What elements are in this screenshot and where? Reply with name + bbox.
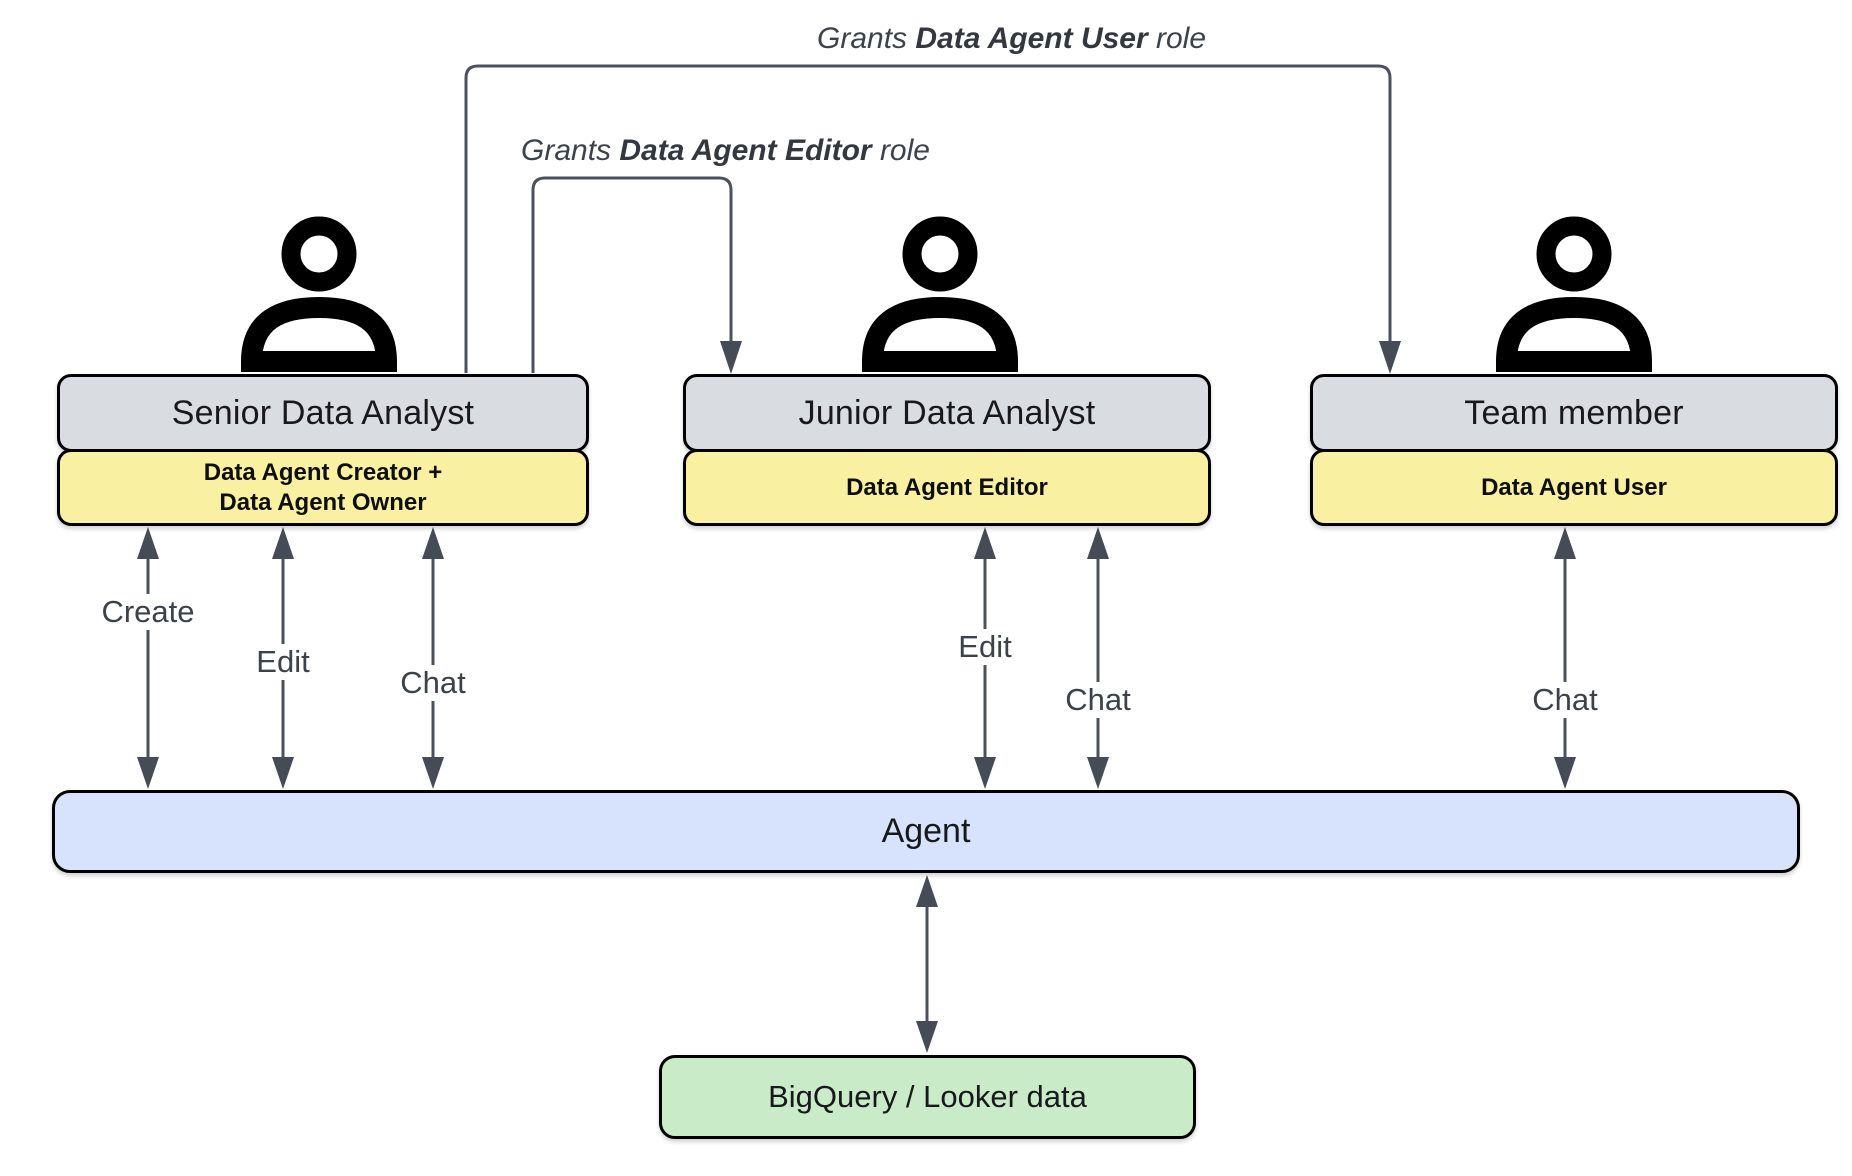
junior-role-line1: Data Agent Editor: [846, 473, 1048, 501]
agent-label: Agent: [881, 812, 971, 850]
grants-user-role-name: Data Agent User: [915, 22, 1148, 55]
agent-datastore-arrow: [916, 875, 938, 1053]
chat-label-junior: Chat: [1057, 682, 1139, 718]
arrowhead-down-icon: [720, 341, 742, 374]
datastore-box: BigQuery / Looker data: [659, 1055, 1196, 1139]
person-icon: [252, 226, 387, 362]
person-icon: [1507, 226, 1642, 362]
create-arrow: [137, 527, 159, 789]
grants-editor-label: Grants Data Agent Editor role: [517, 134, 934, 168]
grants-editor-connector: [531, 176, 733, 373]
grants-user-prefix: Grants: [817, 22, 916, 55]
arrowhead-down-icon: [1379, 341, 1401, 374]
agent-box: Agent: [52, 790, 1800, 873]
edit-label-senior: Edit: [248, 644, 318, 680]
grants-editor-suffix: role: [871, 134, 930, 167]
chat-arrow-junior: [1087, 527, 1109, 789]
datastore-label: BigQuery / Looker data: [768, 1079, 1087, 1114]
chat-label-senior: Chat: [392, 665, 474, 701]
grants-user-suffix: role: [1147, 22, 1207, 55]
grants-user-connector: [464, 64, 1392, 373]
junior-analyst-title-box: Junior Data Analyst: [683, 374, 1211, 452]
person-icon: [873, 226, 1008, 362]
team-role-line1: Data Agent User: [1481, 473, 1667, 501]
team-member-title-box: Team member: [1310, 374, 1838, 452]
senior-analyst-title: Senior Data Analyst: [171, 393, 475, 432]
team-member-role-box: Data Agent User: [1310, 449, 1838, 526]
chat-arrow-team: [1554, 527, 1576, 789]
junior-analyst-role-box: Data Agent Editor: [683, 449, 1211, 526]
senior-analyst-role-box: Data Agent Creator + Data Agent Owner: [57, 449, 589, 526]
team-member-title: Team member: [1464, 393, 1684, 432]
create-label: Create: [93, 594, 203, 630]
senior-analyst-title-box: Senior Data Analyst: [57, 374, 589, 452]
chat-arrow-senior: [422, 527, 444, 789]
chat-label-team: Chat: [1524, 682, 1606, 718]
grants-user-label: Grants Data Agent User role: [813, 22, 1211, 56]
edit-label-junior: Edit: [950, 629, 1020, 665]
junior-analyst-title: Junior Data Analyst: [798, 393, 1096, 432]
grants-editor-prefix: Grants: [521, 134, 620, 167]
grants-editor-role-name: Data Agent Editor: [619, 134, 872, 167]
senior-role-line2: Data Agent Owner: [219, 488, 427, 516]
senior-role-line1: Data Agent Creator +: [203, 458, 443, 486]
